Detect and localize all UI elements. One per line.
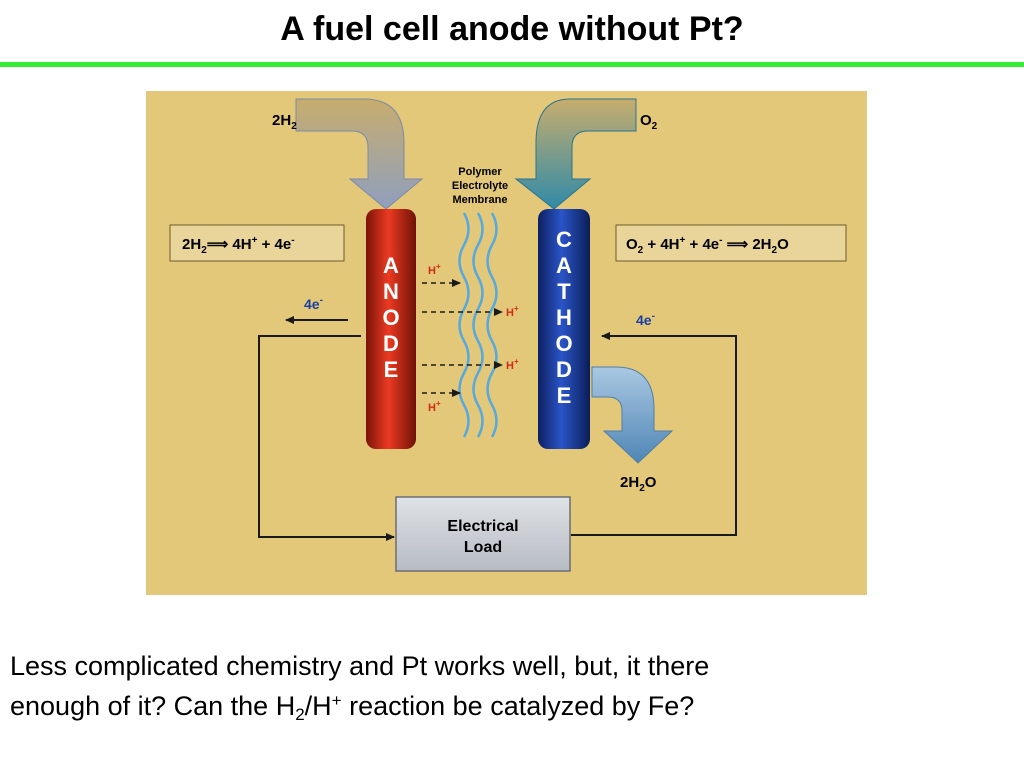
anode-letter: E xyxy=(384,357,399,382)
anode-reaction-equation: 2H2⟹ 4H+ + 4e- xyxy=(182,235,295,256)
title-divider xyxy=(0,62,1024,67)
wire-anode-to-load xyxy=(258,335,395,541)
page-title: A fuel cell anode without Pt? xyxy=(280,10,744,48)
proton-label: H+ xyxy=(506,357,519,372)
anode-letter: D xyxy=(383,331,399,356)
membrane-label-line2: Electrolyte xyxy=(452,180,508,192)
proton-label: H+ xyxy=(428,262,441,277)
proton-label: H+ xyxy=(428,399,441,414)
h2-inflow-arrow xyxy=(295,98,424,210)
water-output-label: 2H2O xyxy=(620,474,657,494)
membrane-label-line1: Polymer xyxy=(458,166,502,178)
proton-label: H+ xyxy=(506,304,519,319)
anode-letters: A N O D E xyxy=(382,253,399,382)
o2-inflow-arrow xyxy=(514,98,637,210)
anode-electrode xyxy=(366,209,416,449)
anode-letter: N xyxy=(383,279,399,304)
load-label-line1: Electrical xyxy=(447,518,518,535)
o2-input-label: O2 xyxy=(640,112,658,132)
fuel-cell-svg: 2H2 O2 Polymer Electrolyte Membrane A N … xyxy=(169,98,847,572)
cathode-letter: A xyxy=(556,253,572,278)
anode-letter: O xyxy=(382,305,399,330)
proton-labels: H+ H+ H+ H+ xyxy=(428,262,519,414)
load-label-line2: Load xyxy=(464,539,502,556)
slide-caption: Less complicated chemistry and Pt works … xyxy=(10,646,1010,726)
cathode-letters: C A T H O D E xyxy=(555,227,572,408)
cathode-letter: C xyxy=(556,227,572,252)
cathode-letter: O xyxy=(555,331,572,356)
cathode-reaction-equation: O2 + 4H+ + 4e- ⟹ 2H2O xyxy=(626,235,789,256)
proton-flow-arrows xyxy=(422,279,503,397)
cathode-letter: T xyxy=(557,279,571,304)
caption-line-2: enough of it? Can the H2/H+ reaction be … xyxy=(10,691,695,724)
fuel-cell-diagram: 2H2 O2 Polymer Electrolyte Membrane A N … xyxy=(146,91,867,595)
wire-load-to-cathode xyxy=(571,332,737,536)
cathode-electrode xyxy=(538,209,590,449)
anode-letter: A xyxy=(383,253,399,278)
h2-input-label: 2H2 xyxy=(272,112,297,132)
electron-label-anode: 4e- xyxy=(304,295,323,312)
water-outflow-arrow xyxy=(591,366,674,464)
electrical-load-box xyxy=(395,496,571,572)
anode-reaction-box xyxy=(169,224,345,262)
cathode-letter: D xyxy=(556,357,572,382)
polymer-membrane xyxy=(458,212,498,438)
membrane-label-line3: Membrane xyxy=(452,194,507,206)
external-circuit xyxy=(258,316,737,541)
cathode-letter: E xyxy=(557,383,572,408)
cathode-reaction-box xyxy=(615,224,847,262)
electron-label-cathode: 4e- xyxy=(636,311,655,328)
cathode-letter: H xyxy=(556,305,572,330)
caption-line-1: Less complicated chemistry and Pt works … xyxy=(10,651,710,681)
